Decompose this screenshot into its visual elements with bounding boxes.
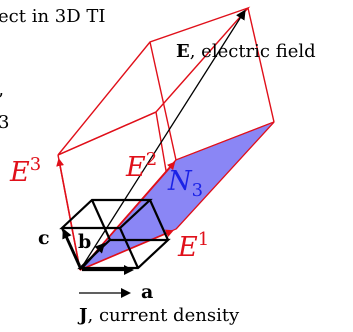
axis-b-label: b (78, 231, 91, 253)
e-box-edge-back (149, 41, 177, 161)
e-box-e3-upper (57, 111, 157, 156)
e3-arrow (56, 158, 81, 271)
e-box-top-face (57, 6, 251, 156)
title-fragment: ect in 3D TI (0, 6, 105, 27)
e1-arrow (79, 229, 174, 271)
e3-label: E3 (9, 154, 41, 188)
current-density-label: J, current density (77, 305, 240, 326)
axis-a-label: a (141, 281, 153, 303)
axis-b-arrow (81, 242, 106, 269)
axis-c-label: c (38, 227, 50, 249)
electric-field-label: E, electric field (176, 41, 316, 62)
left-fragment-top: ’ (0, 90, 4, 111)
n3-label: N3 (167, 166, 203, 201)
axis-c-arrow (62, 228, 82, 267)
e-box-edge-right (247, 7, 275, 123)
e2-label: E2 (125, 149, 157, 183)
e1-label: E1 (177, 229, 209, 263)
left-fragment-bottom: 3 (0, 112, 9, 133)
